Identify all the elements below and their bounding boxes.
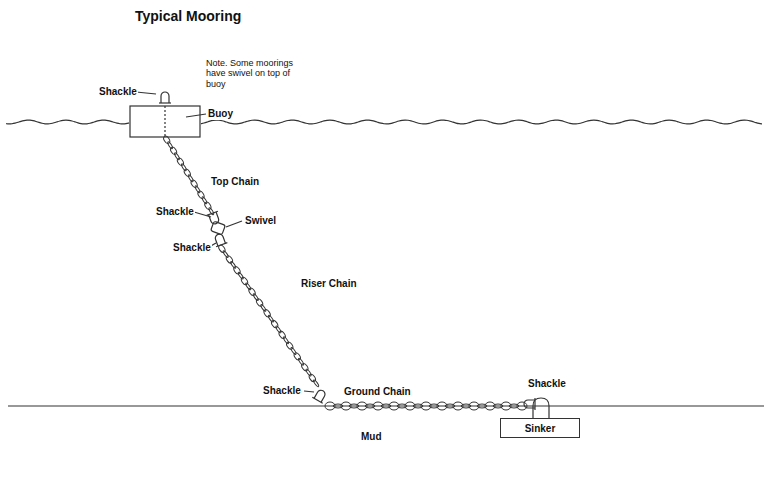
part-label: Shackle (527, 378, 567, 390)
seabed-line (8, 405, 764, 406)
part-label: Ground Chain (343, 386, 412, 398)
chain (218, 244, 320, 387)
leader-line (136, 92, 156, 94)
water-surface (6, 120, 129, 124)
chain (162, 135, 214, 215)
part-label: Riser Chain (300, 278, 358, 290)
water-surface (201, 120, 762, 124)
leader-line (186, 114, 206, 117)
shackle (207, 211, 222, 225)
leader-line (226, 221, 242, 227)
part-label: Shackle (155, 206, 195, 218)
buoy-bar (164, 106, 165, 137)
part-label: Mud (360, 431, 383, 443)
part-label: Shackle (262, 385, 302, 397)
sinker-eye (533, 398, 549, 418)
buoy (130, 106, 200, 137)
shackle (212, 232, 227, 246)
sinker-block: Sinker (500, 418, 580, 438)
part-label: Buoy (207, 108, 234, 120)
part-label: Shackle (98, 86, 138, 98)
chain (325, 402, 527, 410)
shackle (159, 92, 171, 103)
node-text: Sinker (525, 423, 556, 434)
shackle (312, 388, 328, 404)
diagram-title: Typical Mooring (135, 8, 241, 24)
leader-line (304, 391, 314, 392)
part-label: Top Chain (210, 176, 260, 188)
part-label: Shackle (172, 242, 212, 254)
shackle (524, 398, 535, 410)
note-text: Note. Some moorings have swivel on top o… (205, 58, 311, 89)
part-label: Swivel (244, 215, 277, 227)
